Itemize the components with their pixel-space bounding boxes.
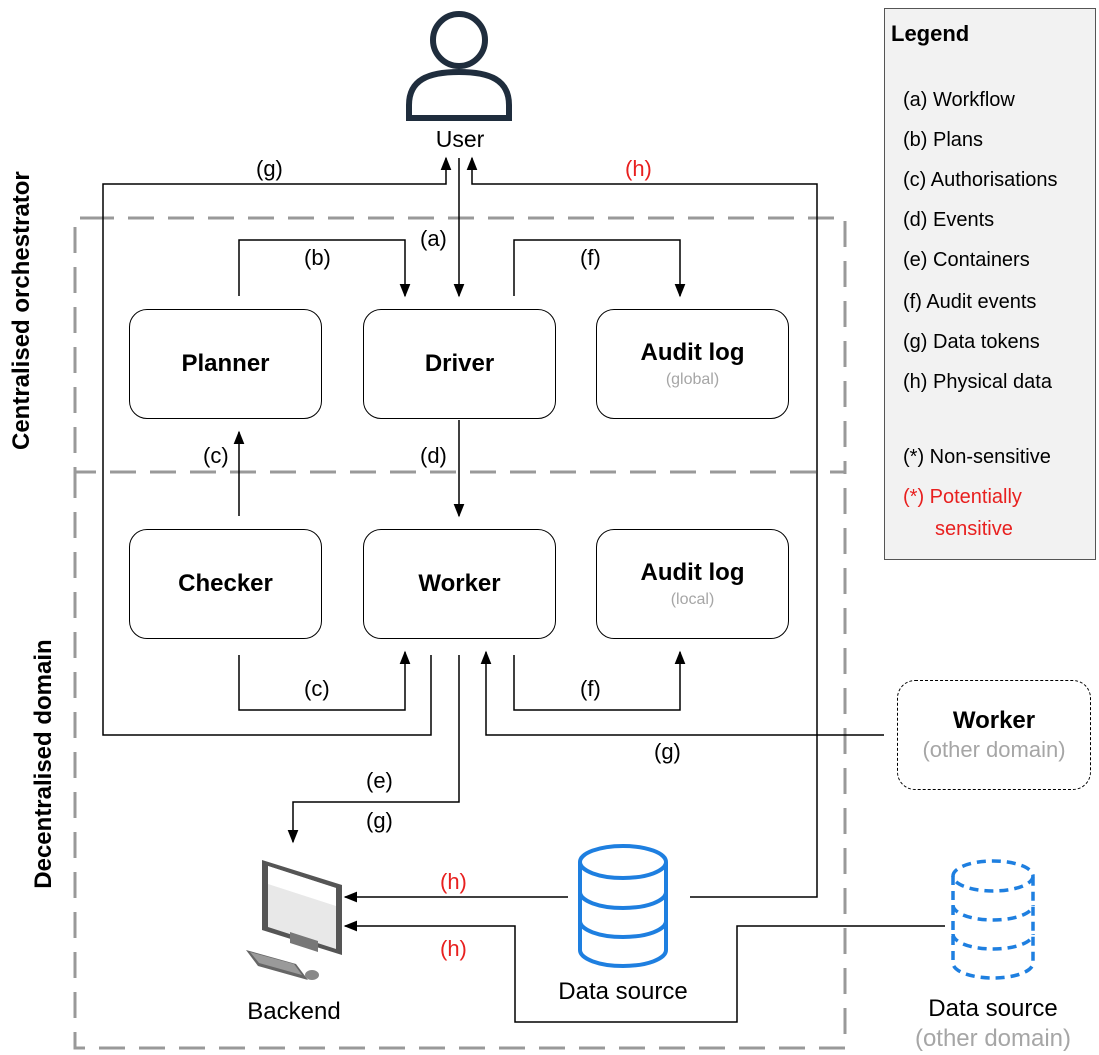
data-source-label: Data source [558, 978, 688, 1005]
edge-label-h-mid: (h) [440, 869, 467, 894]
user-icon [406, 11, 512, 121]
checker-box[interactable]: Checker [129, 529, 322, 639]
worker-other-domain-box[interactable]: Worker (other domain) [897, 680, 1091, 790]
audit-log-global-title: Audit log [640, 339, 745, 366]
database-icon [578, 844, 668, 968]
edge-label-d: (d) [420, 443, 447, 468]
edge-b [238, 239, 411, 298]
edge-g-mid [480, 650, 884, 736]
edge-label-g-bottom: (g) [366, 808, 393, 833]
desktop-computer-icon [246, 860, 342, 980]
edge-label-f-bottom: (f) [580, 676, 601, 701]
data-source-other-label: Data source [928, 995, 1058, 1022]
decentral-zone-border [73, 472, 847, 1050]
legend-item: (g) Data tokens [903, 331, 1040, 353]
legend-item: (c) Authorisations [903, 169, 1058, 191]
audit-log-local-box[interactable]: Audit log (local) [596, 529, 789, 639]
edge-label-c-bottom: (c) [304, 676, 330, 701]
audit-log-local-subtitle: (local) [670, 591, 715, 608]
edge-label-g-mid: (g) [654, 739, 681, 764]
driver-box[interactable]: Driver [363, 309, 556, 419]
legend-title: Legend [891, 21, 970, 46]
zone-borders [73, 216, 847, 1050]
edge-label-b: (b) [304, 245, 331, 270]
user-label: User [435, 126, 485, 152]
edge-label-a: (a) [420, 226, 447, 251]
checker-title: Checker [178, 570, 273, 597]
edge-g-top [102, 156, 452, 736]
planner-box[interactable]: Planner [129, 309, 322, 419]
worker-other-subtitle: (other domain) [922, 737, 1066, 762]
zone-label-central: Centralised orchestrator [8, 171, 35, 450]
zone-label-decentral: Decentralised domain [30, 639, 57, 889]
edge-label-h-top: (h) [625, 156, 652, 181]
legend-non-sensitive: (*) Non-sensitive [903, 446, 1051, 468]
legend-sensitive: (*) Potentially [903, 486, 1022, 508]
edge-e-g [287, 655, 460, 844]
edge-label-h-bottom: (h) [440, 936, 467, 961]
planner-title: Planner [181, 350, 270, 377]
legend-sensitive-cont: sensitive [935, 518, 1013, 540]
legend-item: (a) Workflow [903, 89, 1015, 111]
edge-h-top [466, 156, 818, 898]
legend-item: (b) Plans [903, 129, 984, 151]
legend-item: (d) Events [903, 209, 995, 231]
edge-f-bottom [513, 650, 686, 711]
edge-label-g-top: (g) [256, 156, 283, 181]
worker-title: Worker [418, 570, 501, 597]
database-other-icon [951, 859, 1035, 980]
worker-other-title: Worker [952, 707, 1036, 734]
driver-title: Driver [424, 350, 495, 377]
edge-label-f-top: (f) [580, 245, 601, 270]
legend-item: (f) Audit events [903, 291, 1037, 313]
data-source-other-subtitle: (other domain) [914, 1025, 1072, 1052]
backend-label: Backend [247, 998, 341, 1025]
audit-log-global-box[interactable]: Audit log (global) [596, 309, 789, 419]
edge-label-c-top: (c) [203, 443, 229, 468]
legend-panel: Legend (a) Workflow (b) Plans (c) Author… [884, 8, 1096, 560]
audit-log-global-subtitle: (global) [665, 371, 720, 388]
legend-item: (h) Physical data [903, 371, 1052, 393]
legend-item: (e) Containers [903, 249, 1030, 271]
edge-f-top [513, 239, 686, 298]
worker-box[interactable]: Worker [363, 529, 556, 639]
edge-h-bottom [343, 920, 945, 1023]
audit-log-local-title: Audit log [640, 559, 745, 586]
edge-label-e: (e) [366, 768, 393, 793]
edge-c-bottom [238, 650, 411, 711]
